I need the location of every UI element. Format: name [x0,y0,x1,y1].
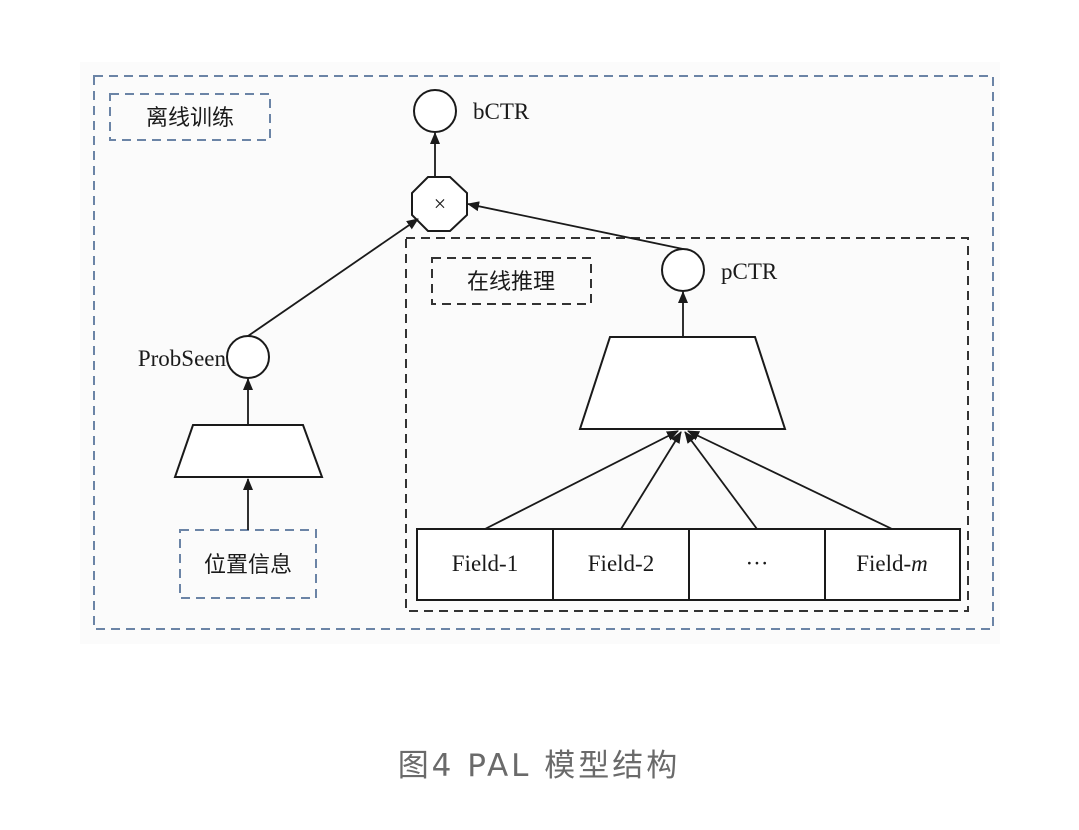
offline-training-label: 离线训练 [146,106,234,131]
arrow-field-3-to-tower [684,431,758,530]
arrow-pctr-to-multiply [467,201,684,250]
probseen-node [226,335,270,379]
field-label: ··· [746,551,769,576]
online-inference-label: 在线推理 [467,270,555,295]
field-label: Field-1 [452,551,518,576]
position-tower [173,424,324,478]
bctr-label: bCTR [473,99,530,124]
offline-training-label-box [109,93,271,141]
multiply-symbol: × [434,191,446,216]
bctr-node [413,89,457,133]
pctr-label: pCTR [721,259,778,284]
arrows [243,132,893,530]
field-label: Field-m [856,551,928,576]
field-row: Field-1 Field-2 ··· Field-m [416,528,961,601]
probseen-label: ProbSeen [138,346,227,371]
arrow-probseen-to-multiply [247,218,419,337]
arrow-field-2-to-tower [620,431,682,530]
figure-caption: 图4 PAL 模型结构 [398,748,681,784]
offline-training-container [93,75,994,630]
online-inference-container [405,237,969,612]
position-info-label: 位置信息 [204,553,292,578]
multiply-node [411,176,468,232]
arrow-field-m-to-tower [687,430,893,530]
online-inference-label-box [431,257,592,305]
ctr-tower [578,336,787,430]
arrow-field-1-to-tower [484,430,679,530]
field-label: Field-2 [588,551,654,576]
pctr-node [661,248,705,292]
field-cell [824,528,961,601]
